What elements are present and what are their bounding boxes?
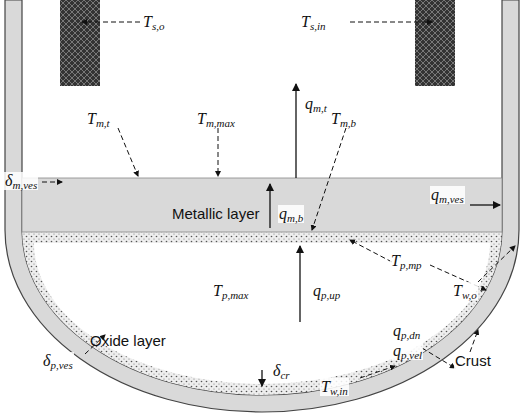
variable-label: Tm,t <box>86 110 111 128</box>
variable-label: δcr <box>272 362 291 380</box>
variable-label: δp,ves <box>42 352 74 370</box>
variable-label: qm,b <box>278 205 304 223</box>
variable-label: Tw,o <box>452 282 478 300</box>
variable-label: Tm,max <box>196 110 236 128</box>
variable-label: qp,up <box>312 282 341 300</box>
variable-label: Ts,o <box>142 13 165 31</box>
variable-label: qm,ves <box>430 186 465 204</box>
variable-label: Tp,max <box>212 282 249 300</box>
variable-label: δm,ves <box>4 172 38 190</box>
layer-name: Metallic layer <box>172 205 260 222</box>
variable-label: qp,vel <box>392 342 423 360</box>
variable-label: Tw,in <box>320 378 349 396</box>
part-label: Crust <box>454 352 492 370</box>
variable-label: Tm,b <box>330 110 357 128</box>
variable-label: qm,t <box>304 95 328 113</box>
layer-name: Oxide layer <box>90 332 166 349</box>
variable-label: Ts,in <box>300 13 327 31</box>
oxide-layer-region: Oxide layer <box>90 320 230 344</box>
variable-label: qp,dn <box>392 322 421 340</box>
variable-label: Tp,mp <box>390 252 423 270</box>
